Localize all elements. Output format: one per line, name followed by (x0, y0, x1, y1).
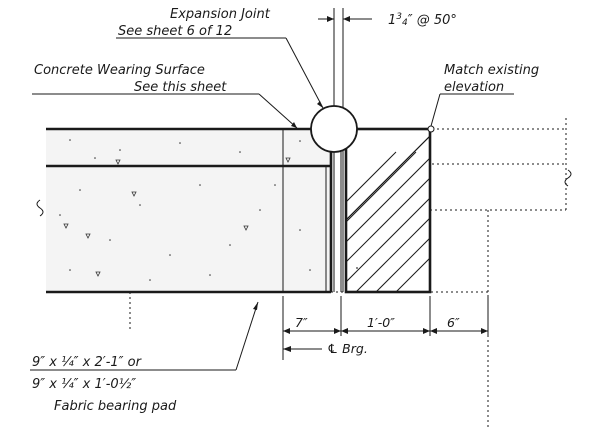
bearing-pad-size-2: 9″ x ¼″ x 1′-0½″ (32, 377, 136, 392)
joint-detail-circle (310, 105, 358, 153)
wearing-surface-label: Concrete Wearing Surface (34, 63, 205, 78)
angle-note-whole: 1 (388, 13, 396, 28)
angle-note-numerator: 3 (396, 12, 402, 22)
leaders (30, 37, 514, 371)
deck-speckle-fill (46, 129, 331, 292)
bearing-pad-type: Fabric bearing pad (54, 399, 177, 414)
expansion-joint-label: Expansion Joint (170, 7, 271, 22)
angle-note-denominator: 4 (402, 18, 408, 28)
match-point-circle (427, 125, 435, 133)
aggregate-dots (59, 139, 311, 281)
centerline-bearing-label: ℄ Brg. (327, 341, 368, 356)
elevation-label: elevation (444, 80, 504, 95)
angle-note-rest: ″ @ 50° (408, 13, 457, 28)
break-line-right (564, 169, 572, 187)
dim-six-inch: 6″ (447, 315, 460, 330)
angle-note: 134″ @ 50° (388, 12, 457, 28)
bottom-dimensions: 7″ 1′-0″ 6″ (282, 296, 489, 360)
opening-dimension (318, 16, 372, 22)
break-line-left (36, 199, 44, 217)
see-this-sheet-label: See this sheet (134, 80, 227, 95)
aggregate-triangles (63, 157, 291, 277)
dim-seven-inch: 7″ (295, 315, 308, 330)
match-existing-label: Match existing (444, 63, 539, 78)
annotation-labels: Expansion Joint See sheet 6 of 12 134″ @… (32, 7, 539, 414)
expansion-joint (310, 8, 435, 292)
centerline-bearing: ℄ Brg. (283, 341, 368, 356)
see-sheet-label: See sheet 6 of 12 (118, 24, 232, 39)
deck-slab (36, 127, 333, 294)
dim-one-foot: 1′-0″ (367, 315, 395, 330)
bearing-pad-size-1: 9″ x ¼″ x 2′-1″ or (32, 355, 143, 370)
